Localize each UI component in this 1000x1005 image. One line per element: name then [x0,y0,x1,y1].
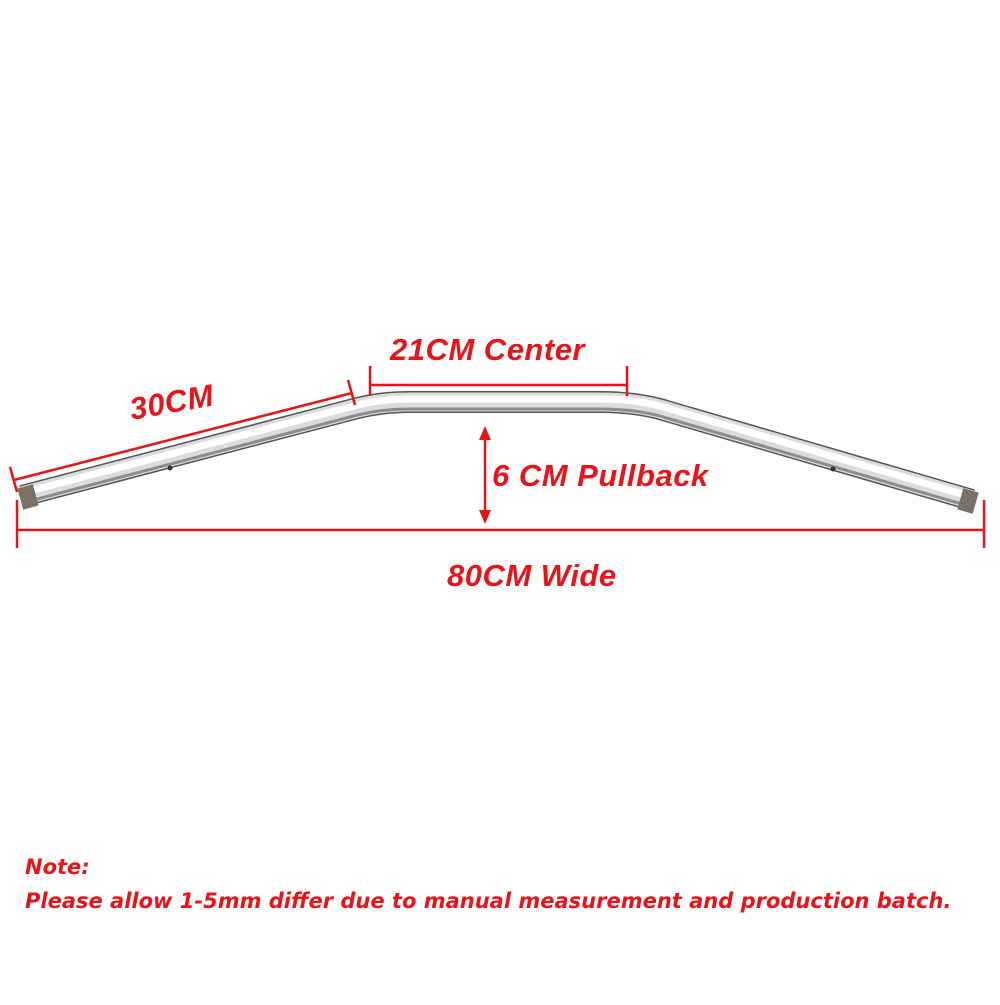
handlebar-highlight [21,395,973,501]
pullback-arrow-up [479,426,491,440]
left-mount-hole [167,465,173,471]
side-left-tick [8,466,19,493]
center-width-label: 21CM Center [390,332,585,367]
right-mount-hole [830,466,836,472]
measurement-note: Note: Please allow 1-5mm differ due to m… [25,850,951,918]
pullback-arrowheads [479,426,491,524]
handlebar-shadow [21,407,973,509]
right-tube-end [957,488,979,514]
handlebar-tube [17,391,979,514]
pullback-label: 6 CM Pullback [492,458,709,493]
side-right-tick [346,379,357,406]
note-heading: Note: [25,855,90,879]
pullback-arrow-down [479,510,491,524]
dimension-lines [8,366,986,548]
note-text: Please allow 1-5mm differ due to manual … [25,889,952,913]
side-dimension-line [13,391,353,482]
left-tube-end [17,484,39,510]
overall-width-label: 80CM Wide [447,558,617,593]
